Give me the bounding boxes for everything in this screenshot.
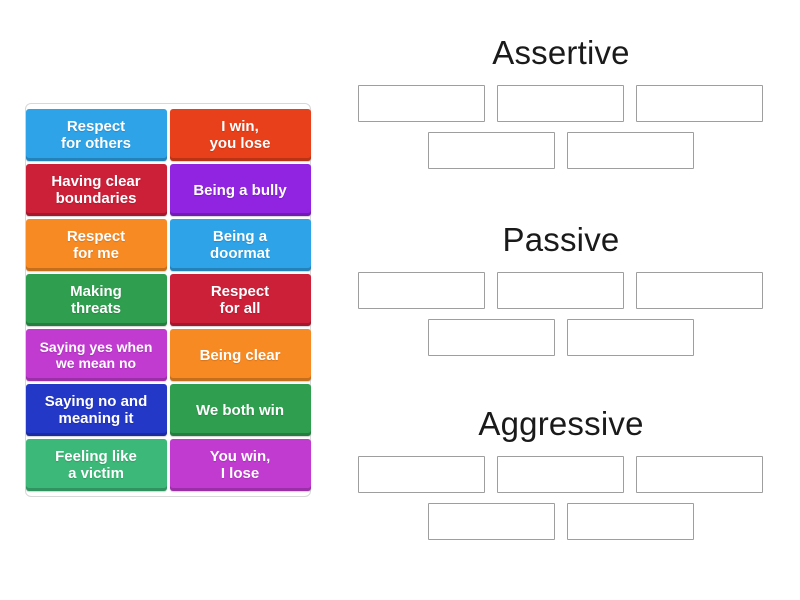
draggable-tile[interactable]: Saying yes when we mean no (25, 329, 167, 381)
slot-row-top (355, 456, 767, 493)
tile-label: I win, you lose (209, 118, 271, 152)
draggable-tile[interactable]: We both win (169, 384, 311, 436)
slot-row-bottom (355, 319, 767, 356)
draggable-tile[interactable]: Respect for me (25, 219, 167, 271)
draggable-tile[interactable]: Being a doormat (169, 219, 311, 271)
tile-label: Having clear boundaries (51, 173, 141, 207)
draggable-tile[interactable]: Respect for others (25, 109, 167, 161)
drop-slot[interactable] (636, 85, 763, 122)
tile-label: Being clear (199, 346, 281, 364)
slot-row-top (355, 272, 767, 309)
slot-row-bottom (355, 503, 767, 540)
draggable-tile[interactable]: I win, you lose (169, 109, 311, 161)
tile-label: Respect for others (60, 118, 131, 152)
drop-slot[interactable] (358, 272, 485, 309)
tile-label: Being a bully (193, 181, 287, 199)
drop-slot[interactable] (497, 272, 624, 309)
drop-slot[interactable] (567, 132, 694, 169)
drop-slot[interactable] (428, 319, 555, 356)
drop-zone-passive: Passive (355, 220, 767, 356)
draggable-tile[interactable]: Being clear (169, 329, 311, 381)
drop-slot[interactable] (497, 85, 624, 122)
drop-slot[interactable] (567, 503, 694, 540)
tile-label: You win, I lose (209, 448, 271, 482)
draggable-tile[interactable]: Having clear boundaries (25, 164, 167, 216)
tile-label: Saying no and meaning it (44, 393, 148, 427)
draggable-tile[interactable]: Saying no and meaning it (25, 384, 167, 436)
draggable-tile[interactable]: Being a bully (169, 164, 311, 216)
drop-slot[interactable] (358, 456, 485, 493)
drop-slot[interactable] (636, 456, 763, 493)
drop-slot[interactable] (428, 503, 555, 540)
tile-label: Saying yes when we mean no (39, 339, 153, 371)
drop-slot[interactable] (567, 319, 694, 356)
tile-label: Being a doormat (210, 228, 270, 262)
drop-zone-aggressive: Aggressive (355, 404, 767, 540)
tile-label: We both win (195, 401, 285, 419)
zone-title-passive: Passive (502, 221, 620, 258)
drop-slot[interactable] (358, 85, 485, 122)
tile-label: Feeling like a victim (55, 448, 137, 482)
draggable-tile[interactable]: You win, I lose (169, 439, 311, 491)
draggable-tile[interactable]: Feeling like a victim (25, 439, 167, 491)
zone-title-aggressive: Aggressive (478, 405, 644, 442)
tile-label: Respect for all (210, 283, 270, 317)
zone-title-assertive: Assertive (492, 34, 630, 71)
slot-row-top (355, 85, 767, 122)
drop-zone-assertive: Assertive (355, 33, 767, 169)
tile-label: Respect for me (66, 228, 126, 262)
draggable-tile[interactable]: Making threats (25, 274, 167, 326)
drop-slot[interactable] (428, 132, 555, 169)
drop-slot[interactable] (636, 272, 763, 309)
draggable-tile[interactable]: Respect for all (169, 274, 311, 326)
slot-row-bottom (355, 132, 767, 169)
tile-label: Making threats (70, 283, 122, 317)
drop-slot[interactable] (497, 456, 624, 493)
